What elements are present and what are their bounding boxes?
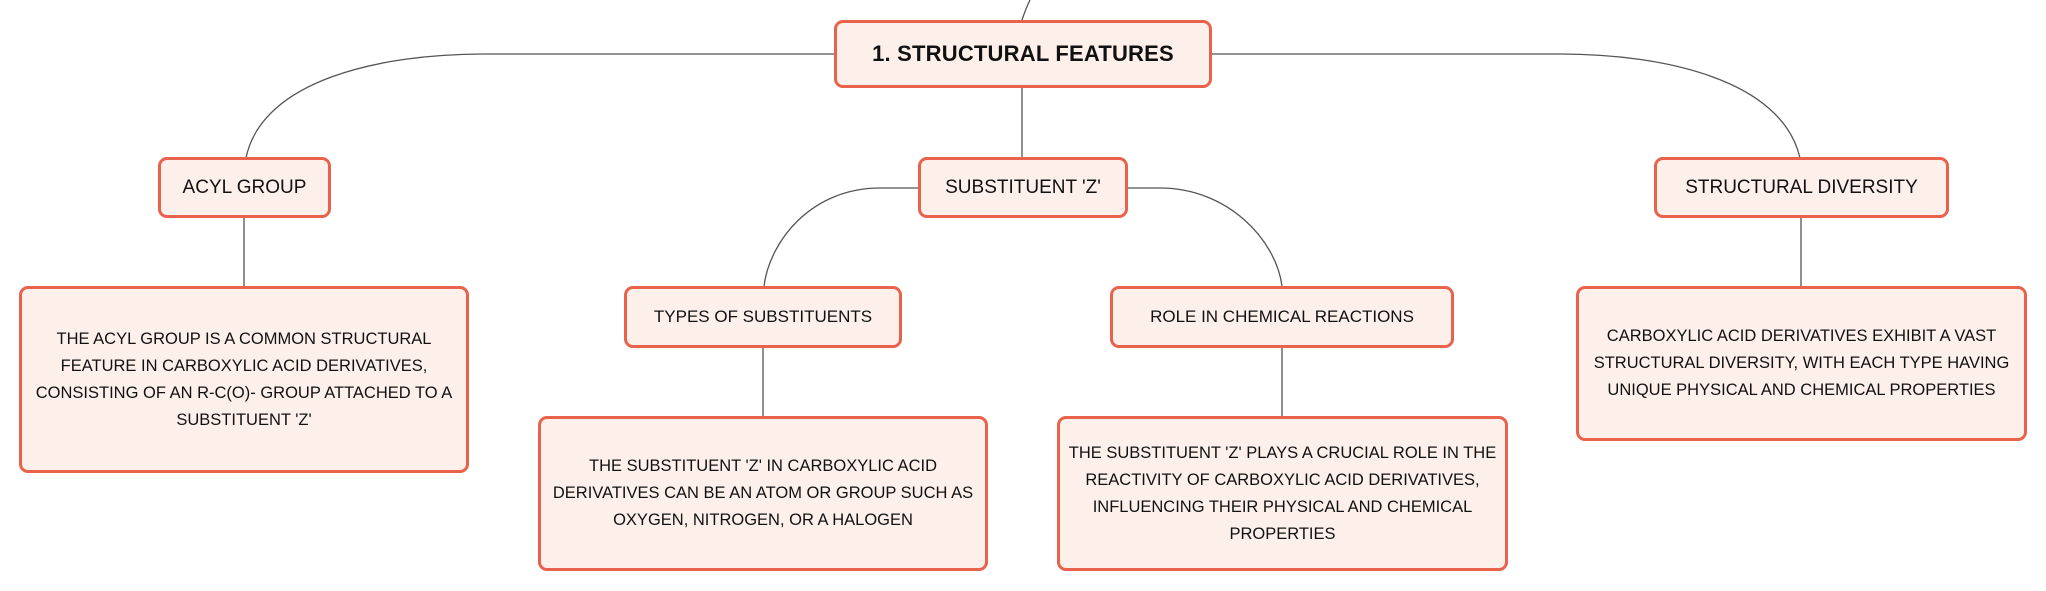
connector-root-diversity <box>1210 53 1801 159</box>
branch-node-label: ACYL GROUP <box>182 176 307 198</box>
root-node-label: 1. STRUCTURAL FEATURES <box>872 41 1174 66</box>
connector-to-parent <box>1021 0 1031 21</box>
branch-node-label: SUBSTITUENT 'Z' <box>945 176 1101 198</box>
connector-substituent-types <box>763 187 919 287</box>
branch-node-structural-diversity[interactable]: STRUCTURAL DIVERSITY <box>1654 157 1949 218</box>
detail-node-acyl-group[interactable]: THE ACYL GROUP IS A COMMON STRUCTURAL FE… <box>19 286 469 473</box>
branch-node-acyl-group[interactable]: ACYL GROUP <box>158 157 331 218</box>
detail-node-structural-diversity[interactable]: CARBOXYLIC ACID DERIVATIVES EXHIBIT A VA… <box>1576 286 2027 441</box>
sub-node-role-in-chemical-reactions[interactable]: ROLE IN CHEMICAL REACTIONS <box>1110 286 1454 348</box>
branch-node-substituent-z[interactable]: SUBSTITUENT 'Z' <box>918 157 1128 218</box>
sub-node-label: ROLE IN CHEMICAL REACTIONS <box>1150 307 1414 326</box>
detail-node-text: THE SUBSTITUENT 'Z' IN CARBOXYLIC ACID D… <box>552 457 974 529</box>
detail-node-text: CARBOXYLIC ACID DERIVATIVES EXHIBIT A VA… <box>1593 327 2010 399</box>
sub-node-label: TYPES OF SUBSTITUENTS <box>653 307 873 326</box>
sub-node-types-of-substituents[interactable]: TYPES OF SUBSTITUENTS <box>624 286 902 348</box>
connector-substituent-role <box>1126 187 1283 287</box>
detail-node-types-of-substituents[interactable]: THE SUBSTITUENT 'Z' IN CARBOXYLIC ACID D… <box>538 416 988 571</box>
branch-node-label: STRUCTURAL DIVERSITY <box>1685 176 1918 198</box>
detail-node-text: THE ACYL GROUP IS A COMMON STRUCTURAL FE… <box>35 329 453 429</box>
detail-node-role-in-chemical-reactions[interactable]: THE SUBSTITUENT 'Z' PLAYS A CRUCIAL ROLE… <box>1057 416 1508 571</box>
root-node[interactable]: 1. STRUCTURAL FEATURES <box>834 20 1212 88</box>
detail-node-text: THE SUBSTITUENT 'Z' PLAYS A CRUCIAL ROLE… <box>1068 443 1497 543</box>
connector-root-acyl <box>245 53 836 159</box>
